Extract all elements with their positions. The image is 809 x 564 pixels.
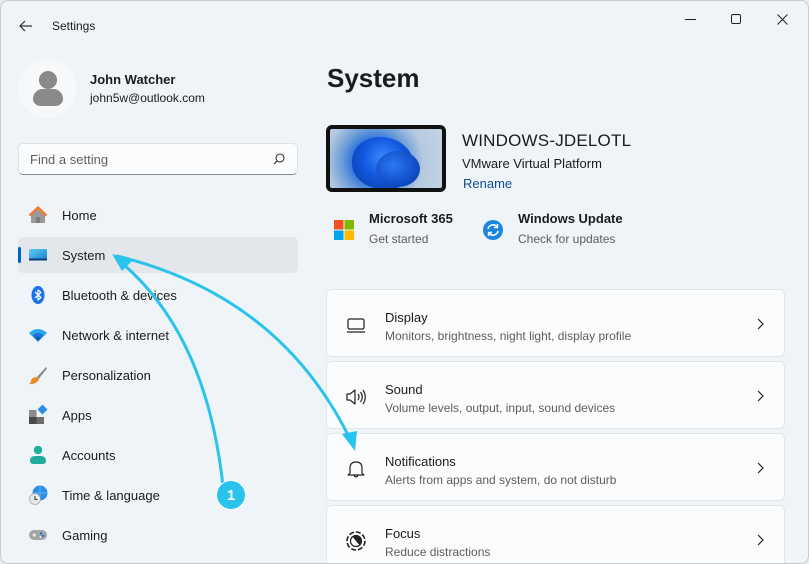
device-name: WINDOWS-JDELOTL	[462, 131, 632, 150]
sidebar-item-gaming[interactable]: Gaming	[18, 517, 298, 553]
device-thumbnail	[326, 125, 446, 192]
sidebar-item-label: System	[62, 247, 106, 263]
sidebar-item-apps[interactable]: Apps	[18, 397, 298, 433]
display-icon	[347, 318, 365, 333]
wallpaper-preview	[330, 129, 442, 188]
close-button[interactable]	[759, 6, 805, 32]
device-model: VMware Virtual Platform	[462, 156, 602, 171]
active-indicator	[18, 247, 21, 263]
maximize-button[interactable]	[713, 6, 759, 32]
card-subtitle: Reduce distractions	[385, 545, 491, 559]
close-icon	[776, 13, 788, 25]
settings-card-notifications[interactable]: Notifications Alerts from apps and syste…	[326, 433, 785, 501]
speaker-icon	[346, 389, 366, 405]
update-icon	[483, 220, 503, 240]
chevron-right-icon	[757, 534, 764, 546]
sidebar-item-accounts[interactable]: Accounts	[18, 437, 298, 473]
quick-link-text: Windows Update Check for updates	[518, 211, 623, 246]
back-button[interactable]	[13, 13, 39, 39]
sidebar-item-label: Bluetooth & devices	[62, 287, 177, 303]
chevron-right-icon	[757, 390, 764, 402]
quick-link-subtitle: Get started	[369, 232, 429, 246]
card-title: Focus	[385, 526, 421, 541]
bluetooth-icon	[31, 286, 45, 304]
rename-link[interactable]: Rename	[463, 176, 513, 191]
card-subtitle: Volume levels, output, input, sound devi…	[385, 401, 616, 415]
system-settings-list: Display Monitors, brightness, night ligh…	[326, 289, 785, 563]
sidebar-item-home[interactable]: Home	[18, 197, 298, 233]
user-email: john5w@outlook.com	[90, 91, 205, 105]
back-arrow-icon	[19, 20, 32, 32]
sidebar-item-label: Time & language	[62, 487, 160, 503]
sidebar-item-label: Gaming	[62, 527, 108, 543]
sidebar-nav: Home System Bluetooth & devices Network …	[18, 197, 298, 557]
sidebar-item-label: Accounts	[62, 447, 116, 463]
chevron-right-icon	[757, 462, 764, 474]
gamepad-icon	[29, 530, 47, 540]
sidebar-item-time-language[interactable]: Time & language	[18, 477, 298, 513]
wallpaper-bloom-inner	[376, 151, 420, 187]
sidebar-item-label: Personalization	[62, 367, 151, 383]
search-icon[interactable]	[273, 153, 285, 165]
card-title: Display	[385, 310, 428, 325]
sidebar-item-bluetooth[interactable]: Bluetooth & devices	[18, 277, 298, 313]
app-title: Settings	[52, 19, 96, 33]
clock-globe-icon	[29, 485, 48, 505]
quick-link-subtitle: Check for updates	[518, 232, 616, 246]
focus-icon	[346, 531, 366, 551]
card-title: Notifications	[385, 454, 456, 469]
wifi-icon	[29, 329, 47, 342]
avatar	[18, 59, 77, 118]
quick-link-microsoft-365[interactable]: Microsoft 365 Get started	[333, 211, 453, 246]
profile-text: John Watcher john5w@outlook.com	[90, 72, 205, 105]
card-title: Sound	[385, 382, 423, 397]
minimize-button[interactable]	[667, 6, 713, 32]
system-icon	[29, 249, 47, 261]
settings-card-focus[interactable]: Focus Reduce distractions	[326, 505, 785, 563]
apps-icon	[29, 405, 48, 424]
annotation-step-badge: 1	[216, 480, 246, 510]
avatar-body	[33, 89, 63, 106]
brush-icon	[29, 367, 47, 385]
account-icon	[30, 445, 46, 464]
avatar-head	[39, 71, 57, 89]
quick-link-text: Microsoft 365 Get started	[369, 211, 453, 246]
microsoft-logo-icon	[334, 220, 354, 240]
chevron-right-icon	[757, 318, 764, 330]
sidebar-item-system[interactable]: System	[18, 237, 298, 273]
user-name: John Watcher	[90, 72, 176, 87]
sidebar-item-label: Home	[62, 207, 97, 223]
bell-icon	[347, 461, 365, 478]
settings-card-sound[interactable]: Sound Volume levels, output, input, soun…	[326, 361, 785, 429]
search-input[interactable]	[19, 151, 259, 167]
maximize-icon	[731, 14, 741, 24]
user-profile[interactable]: John Watcher john5w@outlook.com	[18, 59, 205, 118]
quick-link-windows-update[interactable]: Windows Update Check for updates	[482, 211, 623, 246]
sidebar-item-network[interactable]: Network & internet	[18, 317, 298, 353]
sidebar-item-personalization[interactable]: Personalization	[18, 357, 298, 393]
title-bar: Settings	[1, 1, 808, 49]
home-icon	[28, 206, 48, 223]
sidebar-item-label: Apps	[62, 407, 92, 423]
quick-link-title: Microsoft 365	[369, 211, 453, 226]
search-box[interactable]	[18, 143, 298, 175]
card-subtitle: Alerts from apps and system, do not dist…	[385, 473, 617, 487]
sidebar-item-label: Network & internet	[62, 327, 169, 343]
settings-card-display[interactable]: Display Monitors, brightness, night ligh…	[326, 289, 785, 357]
quick-link-title: Windows Update	[518, 211, 623, 226]
card-subtitle: Monitors, brightness, night light, displ…	[385, 329, 632, 343]
minimize-icon	[684, 18, 696, 20]
page-title: System	[327, 63, 420, 93]
